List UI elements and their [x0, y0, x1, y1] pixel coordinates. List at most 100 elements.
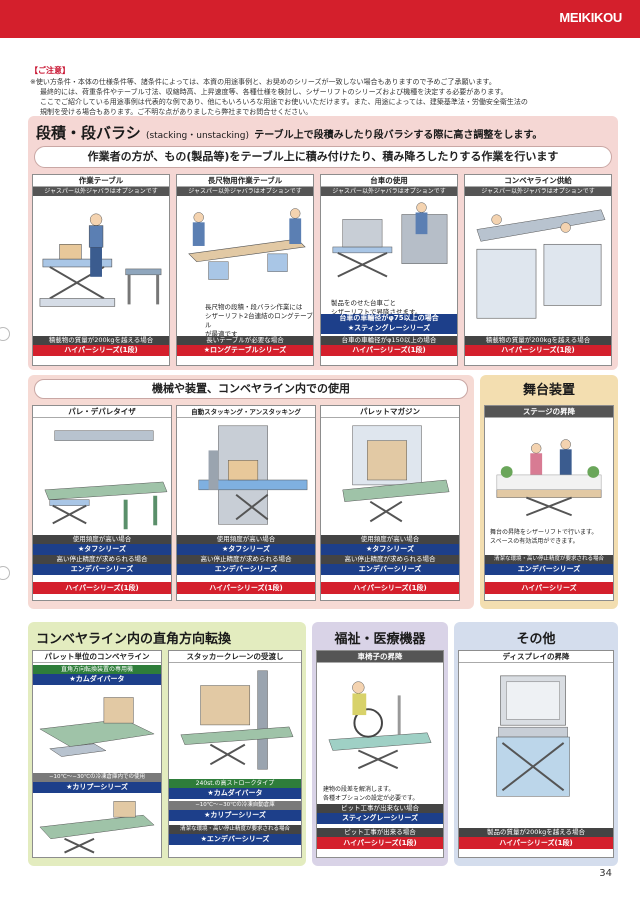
stacking-section: 段積・段バラシ (stacking・unstacking) テーブル上で段積みし… [28, 116, 618, 370]
other-title: その他 [516, 632, 556, 647]
condition-bar: 高い停止精度が求められる場合 [33, 555, 171, 564]
illustration-freezer-conveyor [35, 797, 159, 855]
series-bar: ハイパーシリーズ(1段) [33, 345, 169, 356]
illustration-stacker-crane [171, 665, 299, 775]
series-bar: ハイパーシリーズ [485, 582, 613, 594]
condition-bar: ピット工事が出来る場合 [317, 828, 443, 837]
card-pallet-magazine: パレットマガジン 使用頻度が高い場合 ★タフシリーズ 高い停止精度が求められる場… [320, 405, 460, 601]
binder-hole-1 [0, 327, 10, 341]
card-long-work-table: 長尺物用作業テーブル ジャスパー以外ジャバラはオプションです 長尺物の段積・段バ… [176, 174, 314, 366]
notice-line: 最終的には、荷重条件やテーブル寸法、収縮時高、上昇速度等、各種仕様を検討し、シザ… [40, 88, 508, 96]
card-work-table: 作業テーブル ジャスパー以外ジャバラはオプションです 積載物の質量が200kgを… [32, 174, 170, 366]
card-title: 作業テーブル [33, 175, 169, 187]
card-pallet-conveyor: パレット単位のコンベヤライン 直角方向転換装置の専用機 ★カムダイバータ −10… [32, 650, 162, 858]
series-bar: ハイパーシリーズ(1段) [321, 582, 459, 594]
illustration-auto-stacking [179, 420, 313, 538]
card-title: 自動スタッキング・アンスタッキング [177, 406, 315, 418]
card-wheelchair-lift: 車椅子の昇降 建物の段差を解消します。各種オプションの設定が必要です。 ピット工… [316, 650, 444, 858]
series-bar: エンデバーシリーズ [321, 564, 459, 575]
card-title: ディスプレイの昇降 [459, 651, 613, 663]
card-note: ジャスパー以外ジャバラはオプションです [177, 187, 313, 196]
series-bar: ★スティングレーシリーズ [321, 323, 457, 334]
conveyor-turn-title: コンベヤライン内の直角方向転換 [36, 632, 232, 647]
stacking-title: 段積・段バラシ (stacking・unstacking) テーブル上で段積みし… [36, 122, 542, 143]
top-banner: MEIKIKOU [0, 0, 640, 38]
card-stacker-crane: スタッカークレーンの受渡し 240st.の高ストロークタイプ ★カムダイバータ … [168, 650, 302, 858]
illustration-work-table [35, 199, 167, 329]
condition-bar: 製品の質量が200kgを越える場合 [459, 828, 613, 837]
illustration-pallet-conveyor [35, 689, 159, 769]
card-title: 台車の使用 [321, 175, 457, 187]
binder-hole-2 [0, 566, 10, 580]
welfare-title: 福祉・医療機器 [334, 632, 426, 647]
condition-bar: −10℃〜−30℃の冷凍自動倉庫 [169, 801, 301, 810]
stage-section: 舞台装置 ステージの昇降 舞台の昇降をシザーリフトで行います。スペースの有効活用… [480, 375, 618, 609]
series-bar: ★カリプーシリーズ [169, 810, 301, 821]
series-bar: ハイパーシリーズ(1段) [321, 345, 457, 356]
notice-line: ※使い方条件・本体の仕様条件等、諸条件によっては、本資の用途事例と、お奨めのシリ… [30, 78, 496, 86]
series-bar: ★タフシリーズ [177, 544, 315, 555]
other-section: その他 ディスプレイの昇降 製品の質量が200kgを越える場合 ハイパーシリーズ… [454, 622, 618, 866]
condition-bar: 使用頻度が高い場合 [33, 535, 171, 544]
illustration-palletizer [35, 420, 169, 538]
condition-bar: −10℃〜−30℃の冷凍倉庫内での使用 [33, 773, 161, 782]
notice-line: 規制を受ける場合もあります。ご不明な点がありましたら弊社までお問合せください。 [40, 108, 313, 116]
condition-bar: 高い停止精度が求められる場合 [177, 555, 315, 564]
card-title: パレットマガジン [321, 406, 459, 418]
series-bar: ハイパーシリーズ(1段) [465, 345, 611, 356]
card-note: ジャスパー以外ジャバラはオプションです [33, 187, 169, 196]
card-cart-use: 台車の使用 ジャスパー以外ジャバラはオプションです 製品をのせた台車ごとシザーリ… [320, 174, 458, 366]
illustration-display [461, 665, 611, 815]
condition-bar: 直角方向転換装置の専用機 [33, 665, 161, 674]
condition-bar: 長いテーブルが必要な場合 [177, 336, 313, 345]
card-text: 舞台の昇降をシザーリフトで行います。スペースの有効活用ができます。 [490, 529, 598, 545]
series-bar: ハイパーシリーズ(1段) [33, 582, 171, 594]
series-bar: ハイパーシリーズ(1段) [459, 837, 613, 849]
condition-bar: 高い停止精度が求められる場合 [321, 555, 459, 564]
card-display-lift: ディスプレイの昇降 製品の質量が200kgを越える場合 ハイパーシリーズ(1段) [458, 650, 614, 858]
series-bar: ★エンデバーシリーズ [169, 834, 301, 845]
series-bar: ★カムダイバータ [33, 674, 161, 685]
card-title: 車椅子の昇降 [317, 651, 443, 663]
condition-bar: 台車の車輪径がφ75以上の場合 [321, 314, 457, 323]
card-title: ステージの昇降 [485, 406, 613, 418]
conveyor-turn-section: コンベヤライン内の直角方向転換 パレット単位のコンベヤライン 直角方向転換装置の… [28, 622, 306, 866]
card-note: ジャスパー以外ジャバラはオプションです [465, 187, 611, 196]
condition-bar: 使用頻度が高い場合 [177, 535, 315, 544]
series-bar: ハイパーシリーズ(1段) [317, 837, 443, 849]
stacking-title-en: (stacking・unstacking) [145, 131, 249, 141]
card-stage-lift: ステージの昇降 舞台の昇降をシザーリフトで行います。スペースの有効活用ができます… [484, 405, 614, 601]
card-text: 建物の段差を解消します。各種オプションの設定が必要です。 [323, 786, 419, 802]
card-note: ジャスパー以外ジャバラはオプションです [321, 187, 457, 196]
illustration-stage [487, 420, 611, 520]
condition-bar: 清潔な環境・高い停止精度が要求される場合 [485, 555, 613, 564]
machine-subtitle: 機械や装置、コンベヤライン内での使用 [34, 379, 468, 399]
series-bar: ハイパーシリーズ(1段) [177, 582, 315, 594]
series-bar: ★タフシリーズ [321, 544, 459, 555]
series-bar: エンデバーシリーズ [33, 564, 171, 575]
card-text: 製品をのせた台車ごとシザーリフトで昇降させます。 [331, 299, 422, 316]
series-bar: ★カムダイバータ [169, 788, 301, 799]
card-text: 長尺物の段積・段バラシ作業にはシザーリフト2台連結のロングテーブルが最適です [205, 303, 313, 338]
card-title: コンベヤライン供給 [465, 175, 611, 187]
card-title: パレット単位のコンベヤライン [33, 651, 161, 663]
condition-bar: 台車の車輪径がφ150以上の場合 [321, 336, 457, 345]
condition-bar: 積載物の質量が200kgを越える場合 [33, 336, 169, 345]
card-palletizer: パレ・デパレタイザ 使用頻度が高い場合 ★タフシリーズ 高い停止精度が求められる… [32, 405, 172, 601]
series-bar: ★ロングテーブルシリーズ [177, 345, 313, 356]
machine-section: 機械や装置、コンベヤライン内での使用 パレ・デパレタイザ 使用頻度が高い場合 ★… [28, 375, 474, 609]
notice-title: 【ご注意】 [30, 66, 70, 75]
condition-bar: 清潔な環境・高い停止精度が要求される場合 [169, 825, 301, 834]
condition-bar: 使用頻度が高い場合 [321, 535, 459, 544]
stacking-title-desc: テーブル上で段積みしたり段バラシする際に高さ調整をします。 [254, 130, 543, 141]
illustration-long-table [179, 199, 311, 289]
card-title: 長尺物用作業テーブル [177, 175, 313, 187]
card-title: パレ・デパレタイザ [33, 406, 171, 418]
welfare-section: 福祉・医療機器 車椅子の昇降 建物の段差を解消します。各種オプションの設定が必要… [312, 622, 448, 866]
card-auto-stacking: 自動スタッキング・アンスタッキング 使用頻度が高い場合 ★タフシリーズ 高い停止… [176, 405, 316, 601]
series-bar: ★タフシリーズ [33, 544, 171, 555]
card-title: スタッカークレーンの受渡し [169, 651, 301, 663]
page-number: 34 [599, 868, 612, 879]
stacking-subtitle: 作業者の方が、もの(製品等)をテーブル上に積み付けたり、積み降ろしたりする作業を… [34, 146, 612, 168]
condition-bar: ピット工事が出来ない場合 [317, 804, 443, 813]
